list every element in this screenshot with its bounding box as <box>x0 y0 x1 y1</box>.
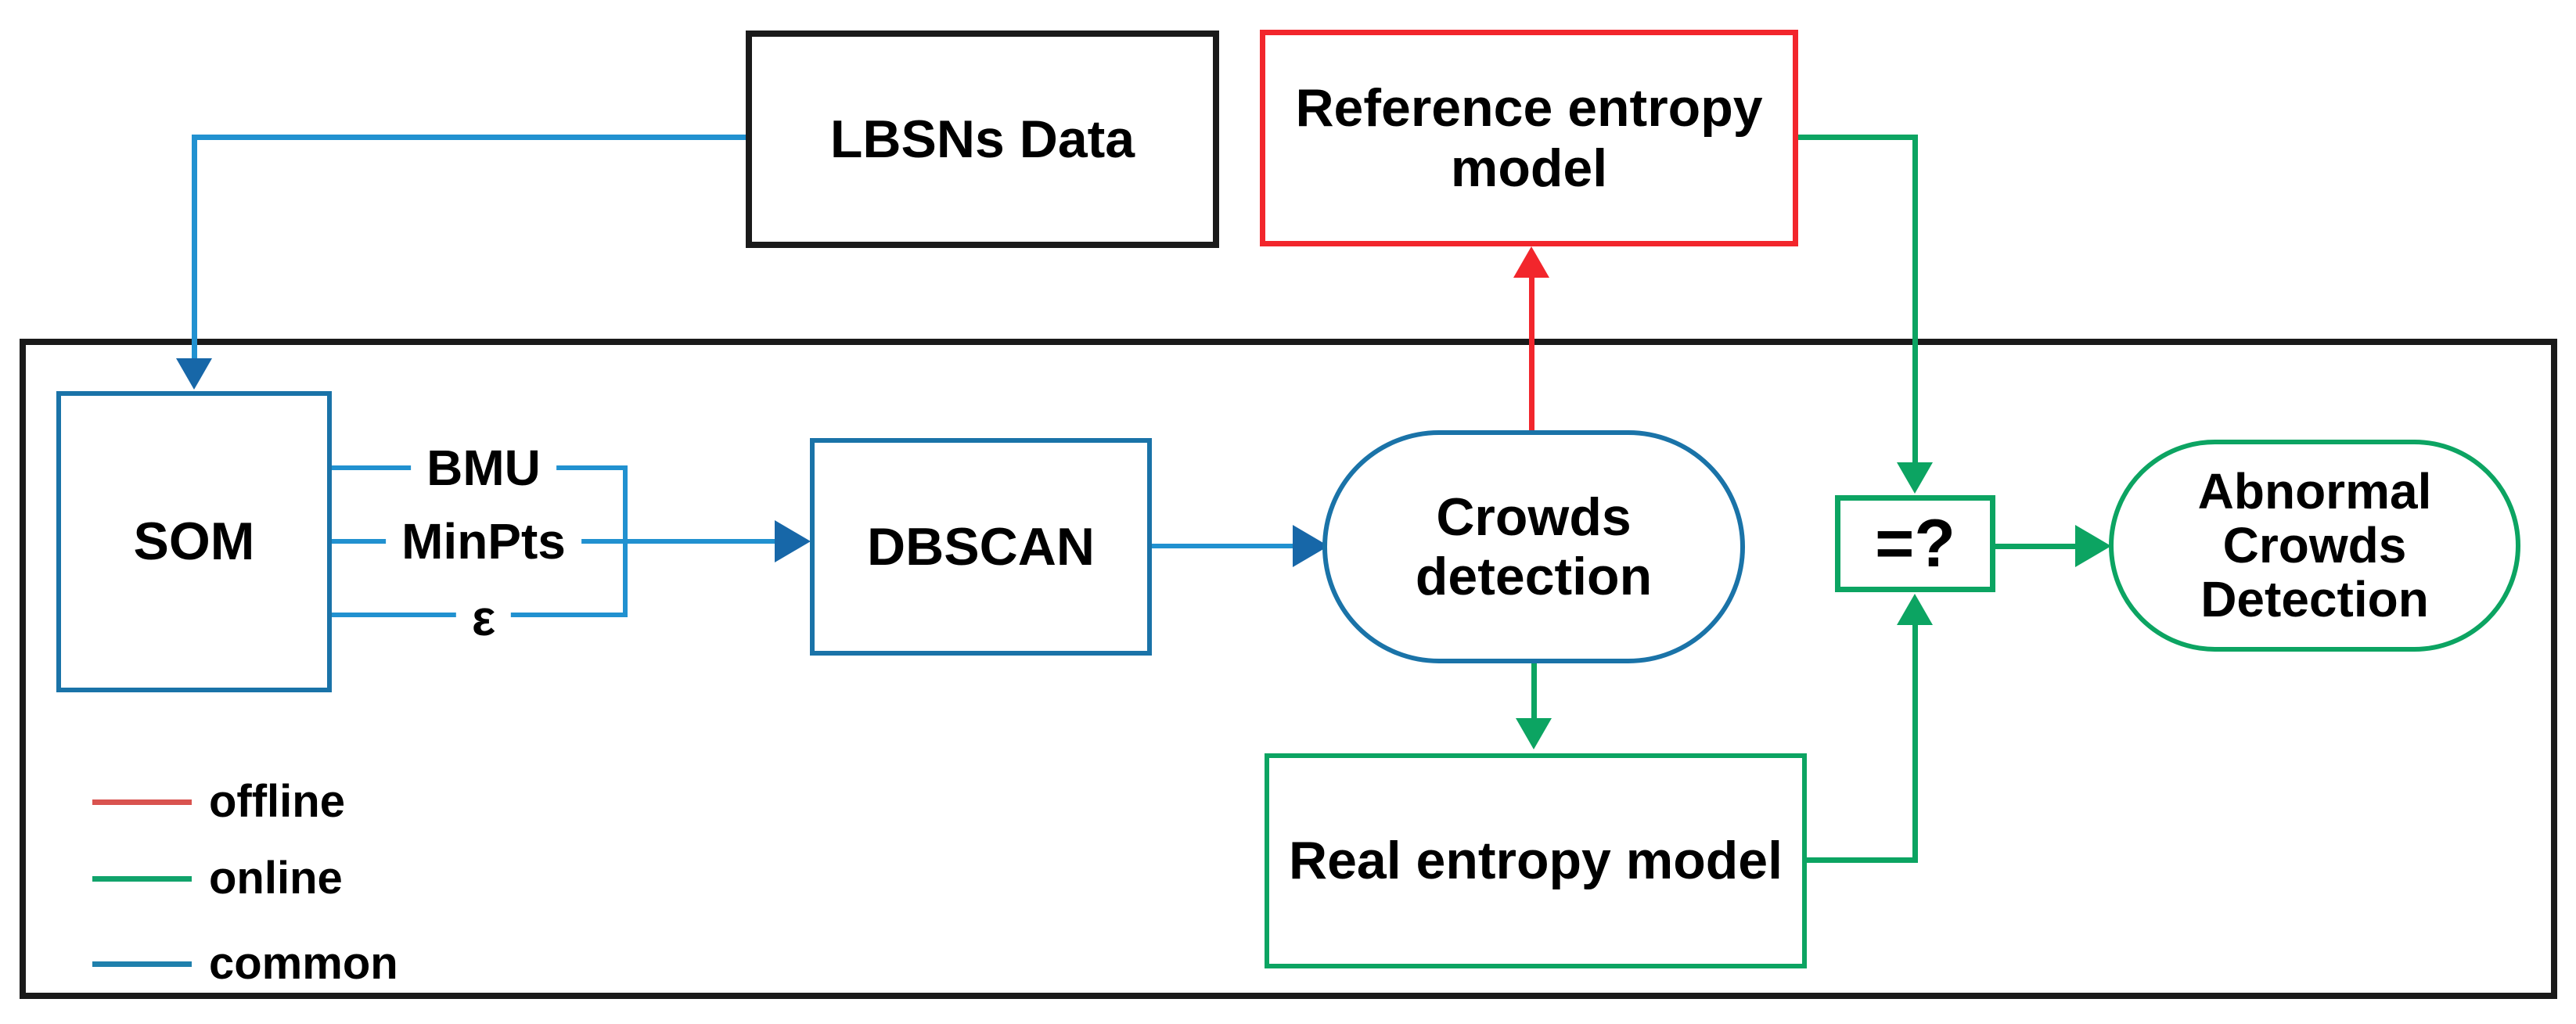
edge-bracket-dbscan-line <box>623 539 775 544</box>
legend-item-common: common <box>92 936 398 991</box>
legend-online-label: online <box>209 853 343 904</box>
legend-online-line <box>92 875 192 882</box>
edge-bracket-dbscan-arrowhead <box>775 520 811 562</box>
edge-crowds-reference-arrowhead <box>1513 246 1549 278</box>
edge-label-epsilon: ε <box>455 589 512 647</box>
node-reference-entropy-model-label: Reference entropy model <box>1295 78 1763 198</box>
edge-equals-abnormal-arrowhead <box>2075 525 2111 567</box>
node-abnormal-crowds-detection: Abnormal Crowds Detection <box>2109 440 2520 652</box>
edge-reference-equals-vline <box>1912 135 1918 464</box>
node-crowds-detection: Crowds detection <box>1322 430 1745 663</box>
node-real-entropy-model: Real entropy model <box>1265 753 1807 968</box>
node-real-entropy-model-label: Real entropy model <box>1288 831 1783 891</box>
edge-lbsns-som-arrowhead <box>176 358 212 390</box>
node-lbsns-data-label: LBSNs Data <box>829 109 1135 169</box>
edge-crowds-real-arrowhead <box>1516 718 1552 749</box>
edge-label-bmu: BMU <box>411 439 556 497</box>
edge-equals-abnormal-line <box>1995 544 2075 549</box>
node-abnormal-crowds-detection-label: Abnormal Crowds Detection <box>2197 462 2432 628</box>
legend-item-online: online <box>92 851 343 906</box>
node-dbscan-label: DBSCAN <box>867 516 1095 577</box>
legend-offline-line <box>92 799 192 805</box>
legend-common-line <box>92 961 192 967</box>
edge-lbsns-som-vline <box>192 135 197 360</box>
node-lbsns-data: LBSNs Data <box>746 31 1219 248</box>
node-som: SOM <box>56 391 332 692</box>
edge-real-equals-vline <box>1912 625 1918 863</box>
node-dbscan: DBSCAN <box>810 438 1152 656</box>
legend-item-offline: offline <box>92 774 345 829</box>
node-equals-comparison: =? <box>1835 495 1995 592</box>
edge-crowds-reference-vline <box>1529 276 1534 432</box>
node-reference-entropy-model: Reference entropy model <box>1260 30 1798 246</box>
node-som-label: SOM <box>133 512 255 572</box>
legend-common-label: common <box>209 938 398 989</box>
edge-label-minpts: MinPts <box>386 512 581 570</box>
edge-reference-equals-arrowhead <box>1897 462 1933 494</box>
edge-dbscan-crowds-line <box>1152 544 1293 548</box>
processing-frame <box>20 339 2557 999</box>
edge-crowds-real-vline <box>1531 663 1537 720</box>
edge-real-equals-hline <box>1807 857 1918 863</box>
node-equals-comparison-label: =? <box>1875 505 1955 581</box>
node-crowds-detection-label: Crowds detection <box>1415 487 1653 606</box>
edge-reference-equals-hline <box>1798 135 1918 140</box>
edge-real-equals-arrowhead <box>1897 594 1933 625</box>
edge-lbsns-som-hline <box>194 135 746 140</box>
legend-offline-label: offline <box>209 776 345 827</box>
